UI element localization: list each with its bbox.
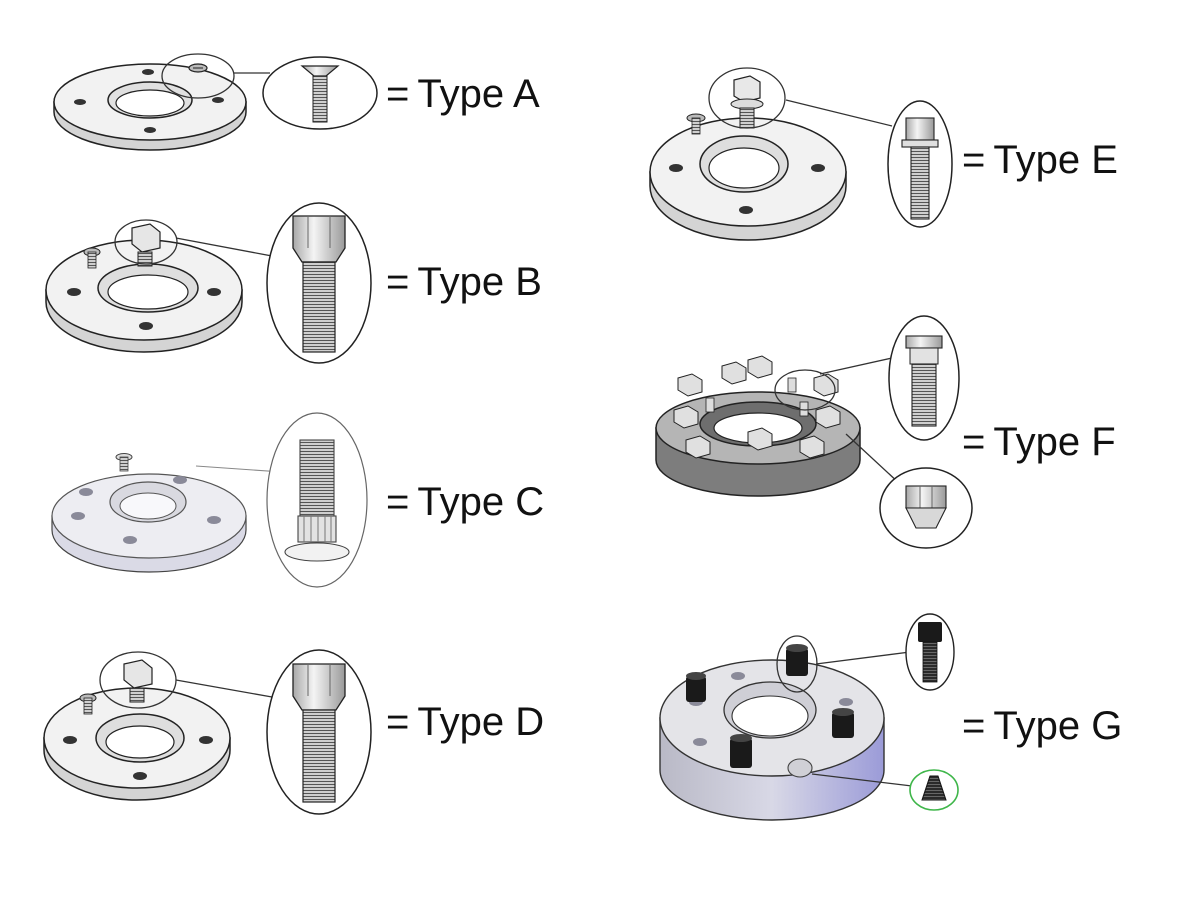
type-b-leader-line (175, 237, 273, 257)
type-f-lug-nuts (673, 355, 841, 459)
type-a-screw-head (188, 63, 208, 73)
type-c-label: =Type C (386, 482, 544, 522)
type-a-equals: = (386, 72, 410, 116)
type-g-screw (786, 644, 808, 676)
type-a-illustration (53, 53, 378, 151)
type-b-detail-ring (114, 219, 178, 265)
type-c-press-in-stud (284, 439, 350, 562)
type-g-screw (686, 672, 706, 702)
type-b-text: Type B (417, 260, 542, 304)
type-b-illustration (45, 202, 372, 364)
type-f-nut (815, 405, 841, 429)
type-d-conical-lug-bolt (292, 663, 346, 803)
type-d-equals: = (386, 700, 410, 744)
type-c-leader-line (195, 465, 283, 473)
type-g-conical-seat (921, 775, 947, 801)
type-b-lug-bolt (131, 223, 161, 267)
type-b-equals: = (386, 260, 410, 304)
type-d-lug-bolt (123, 659, 153, 703)
type-f-equals: = (962, 420, 986, 464)
type-d-label: =Type D (386, 702, 544, 742)
type-f-lug-nut-detail (905, 485, 947, 529)
type-g-text: Type G (993, 704, 1123, 748)
type-e-leader-line (785, 99, 893, 127)
type-e-equals: = (962, 138, 986, 182)
type-g-screw (832, 708, 854, 738)
type-g-leader-line-seat (811, 773, 913, 787)
type-e-detail-ring (708, 67, 786, 129)
type-a-spacer (53, 63, 247, 151)
type-b-small-screw (83, 247, 101, 269)
type-g-spacer (659, 659, 885, 821)
type-e-label: =Type E (962, 140, 1118, 180)
type-f-nut (685, 435, 711, 459)
type-f-leader-line-nut (845, 433, 901, 485)
type-f-nut (673, 405, 699, 429)
type-d-leader-line (175, 679, 273, 698)
type-c-illustration (51, 412, 368, 588)
type-f-studs (705, 377, 809, 417)
type-b-label: =Type B (386, 262, 542, 302)
type-d-text: Type D (417, 700, 545, 744)
type-f-wheel-stud (905, 335, 943, 427)
type-f-nut (721, 361, 747, 385)
type-d-illustration (43, 649, 372, 815)
type-d-spacer (43, 687, 231, 801)
type-g-equals: = (962, 704, 986, 748)
type-b-conical-lug-bolt (292, 215, 346, 353)
type-c-small-stud (115, 453, 133, 472)
type-c-equals: = (386, 480, 410, 524)
type-e-flanged-bolt (901, 117, 939, 220)
type-f-label: =Type F (962, 422, 1116, 462)
type-e-spacer (649, 117, 847, 241)
type-a-label: =Type A (386, 74, 540, 114)
type-f-detail-ring (774, 369, 836, 411)
type-f-nut (813, 373, 839, 397)
type-f-nut (747, 355, 773, 379)
type-e-text: Type E (993, 138, 1118, 182)
type-g-socket-screws (686, 644, 854, 768)
type-a-detail-ring (161, 53, 235, 99)
type-d-small-screw (79, 693, 97, 715)
type-f-text: Type F (993, 420, 1116, 464)
type-a-countersunk-screw (300, 65, 340, 123)
type-f-illustration (655, 315, 973, 549)
type-g-label: =Type G (962, 706, 1122, 746)
type-c-text: Type C (417, 480, 545, 524)
type-a-text: Type A (417, 72, 540, 116)
type-e-bolt (730, 75, 764, 129)
type-f-nut (677, 373, 703, 397)
type-e-illustration (649, 67, 953, 241)
type-g-leader-line-screw (815, 651, 911, 665)
type-g-screw (730, 734, 752, 768)
type-f-nut (799, 435, 825, 459)
type-c-spacer (51, 473, 247, 573)
type-g-illustration (659, 613, 959, 821)
type-e-small-screw (686, 113, 706, 135)
type-g-socket-cap-screw (918, 622, 942, 683)
type-f-leader-line-stud (819, 357, 893, 375)
type-f-nut (747, 427, 773, 451)
